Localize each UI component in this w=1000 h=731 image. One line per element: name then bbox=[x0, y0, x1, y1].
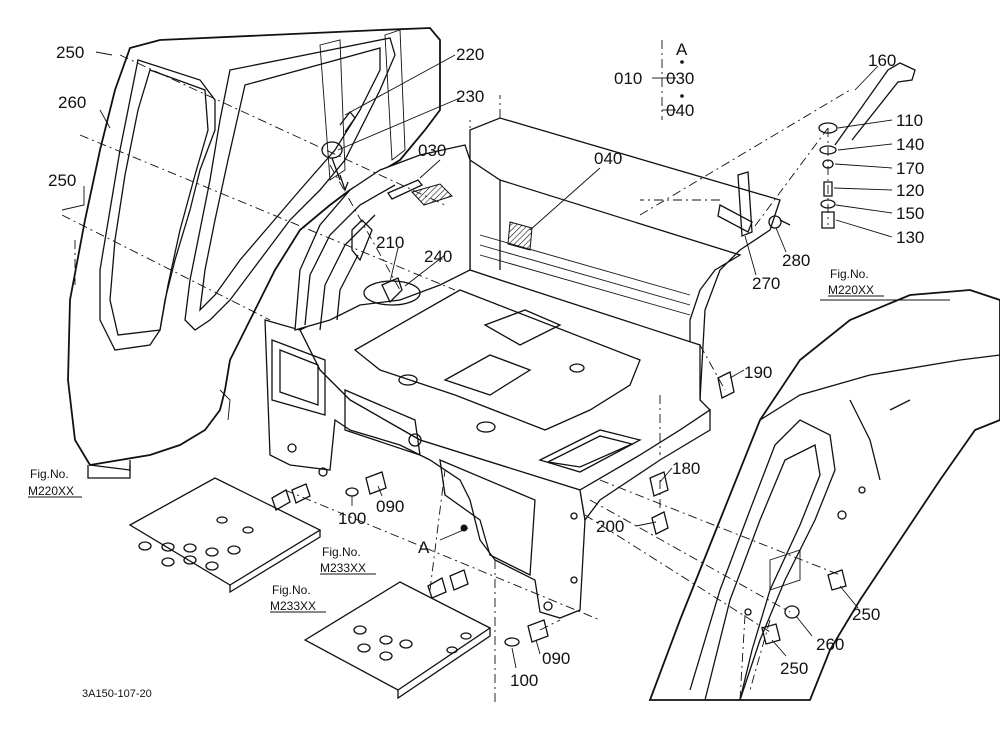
label-190: 190 bbox=[744, 363, 772, 382]
label-210: 210 bbox=[376, 233, 404, 252]
label-090-lower: 090 bbox=[542, 649, 570, 668]
reference-label-a: A bbox=[418, 538, 430, 557]
left-fender bbox=[67, 27, 441, 479]
fig-ref-bottom2-title: Fig.No. bbox=[272, 583, 311, 597]
label-200: 200 bbox=[596, 517, 624, 536]
bolt-group-lower bbox=[345, 471, 847, 647]
fig-ref-underlines bbox=[28, 295, 884, 613]
leader-lines bbox=[61, 51, 950, 669]
tree-head-a: A bbox=[676, 40, 688, 59]
assembly-tree bbox=[652, 40, 684, 120]
fig-ref-left-title: Fig.No. bbox=[30, 467, 69, 481]
reference-point-a bbox=[460, 524, 468, 532]
label-250-top: 250 bbox=[56, 43, 84, 62]
fig-ref-right-code: M220XX bbox=[828, 283, 874, 297]
seat-frame bbox=[264, 110, 791, 619]
label-160: 160 bbox=[868, 51, 896, 70]
label-030: 030 bbox=[418, 141, 446, 160]
label-260-right: 260 bbox=[816, 635, 844, 654]
label-140: 140 bbox=[896, 135, 924, 154]
tree-root-010: 010 bbox=[614, 69, 642, 88]
assembly-lines bbox=[61, 54, 851, 705]
label-100-upper: 100 bbox=[338, 509, 366, 528]
mount-plate-left bbox=[128, 477, 322, 594]
mount-plate-right bbox=[303, 569, 492, 700]
label-280: 280 bbox=[782, 251, 810, 270]
fig-ref-left-code: M220XX bbox=[28, 484, 74, 498]
label-110: 110 bbox=[896, 111, 923, 130]
fig-ref-bottom1-code: M233XX bbox=[320, 561, 366, 575]
label-130: 130 bbox=[896, 228, 924, 247]
fig-ref-right-title: Fig.No. bbox=[830, 267, 869, 281]
tree-child-040: 040 bbox=[666, 101, 694, 120]
label-220: 220 bbox=[456, 45, 484, 64]
fig-references: Fig.No. M220XX Fig.No. M220XX Fig.No. M2… bbox=[28, 267, 874, 613]
part-labels: 250 260 250 220 230 030 040 210 240 160 … bbox=[48, 43, 924, 690]
label-100-lower: 100 bbox=[510, 671, 538, 690]
fig-ref-bottom1-title: Fig.No. bbox=[322, 545, 361, 559]
label-250-mid: 250 bbox=[48, 171, 76, 190]
fig-ref-bottom2-code: M233XX bbox=[270, 599, 316, 613]
label-260-top: 260 bbox=[58, 93, 86, 112]
drawing-code: 3A150-107-20 bbox=[82, 688, 152, 700]
label-150: 150 bbox=[896, 204, 924, 223]
label-250-right-upper: 250 bbox=[852, 605, 880, 624]
tree-child-030: 030 bbox=[666, 69, 694, 88]
label-120: 120 bbox=[896, 181, 924, 200]
label-180: 180 bbox=[672, 459, 700, 478]
label-090-upper: 090 bbox=[376, 497, 404, 516]
label-240: 240 bbox=[424, 247, 452, 266]
label-040: 040 bbox=[594, 149, 622, 168]
tree-labels: A 010 030 040 bbox=[614, 40, 694, 120]
label-170: 170 bbox=[896, 159, 924, 178]
label-270: 270 bbox=[752, 274, 780, 293]
label-250-right-lower: 250 bbox=[780, 659, 808, 678]
right-fender bbox=[648, 289, 1000, 701]
label-230: 230 bbox=[456, 87, 484, 106]
